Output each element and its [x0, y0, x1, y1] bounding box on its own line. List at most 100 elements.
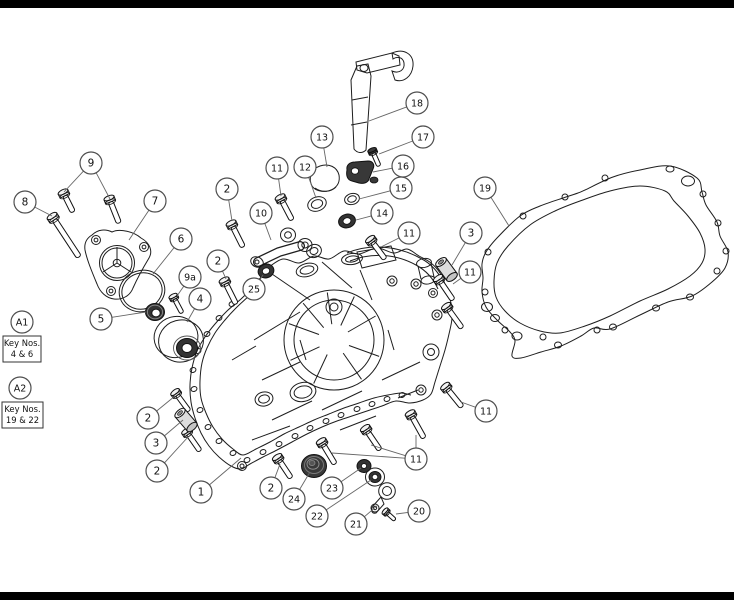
callout-12: 12	[293, 155, 317, 179]
bolt-head-bottom	[170, 296, 180, 303]
callout-label: 20	[413, 507, 425, 518]
callout-circle	[136, 406, 160, 430]
small-parts	[84, 50, 414, 514]
bolt-head-bottom	[276, 197, 288, 205]
callout-label: 9a	[184, 273, 196, 284]
bell-hub-hole	[329, 302, 339, 312]
callout-circle	[249, 201, 273, 225]
callout-circle	[79, 151, 103, 175]
callout-circle	[344, 512, 368, 536]
callout-label: 2	[268, 483, 275, 495]
callout-label: 11	[271, 164, 283, 175]
bolt	[274, 193, 294, 221]
flange-bolt-hole	[259, 449, 267, 455]
callout-22: 22	[305, 504, 329, 528]
callout-circle	[169, 227, 193, 251]
cover-ear-hole	[139, 242, 149, 252]
callout-3: 3	[144, 431, 168, 455]
callout-label: 24	[288, 495, 300, 506]
callout-10: 10	[249, 201, 273, 225]
callout-circle	[282, 487, 306, 511]
gasket-bolt-hole	[609, 323, 617, 331]
housing-opening-inner	[299, 265, 315, 275]
collar-ring-hole	[309, 247, 319, 255]
callout-circle	[206, 249, 230, 273]
callout-label: 11	[480, 407, 492, 418]
leader-line	[186, 308, 195, 323]
callout-label: 2	[215, 256, 222, 268]
callout-2: 2	[145, 459, 169, 483]
gasket-bolt-hole	[714, 219, 722, 227]
leader-line	[490, 197, 510, 227]
callout-circle	[215, 177, 239, 201]
leader-line	[152, 247, 175, 275]
housing-rib	[271, 273, 311, 301]
link-part-21-pad-hole	[372, 505, 378, 511]
flange-bolt-hole	[229, 450, 237, 456]
flange-bolt-hole	[204, 424, 212, 430]
callout-circle	[13, 190, 37, 214]
bearing-back-rim	[153, 315, 199, 359]
gasket-bolt-hole	[593, 326, 601, 334]
bolt	[315, 437, 337, 465]
leader-line	[308, 177, 317, 199]
callout-13: 13	[310, 125, 334, 149]
callout-label: 16	[397, 162, 409, 173]
bolt-dark	[367, 146, 381, 167]
callout-circle	[310, 125, 334, 149]
housing-boss-hole	[434, 312, 440, 318]
flange-bolt-hole	[383, 396, 391, 402]
callout-11: 11	[458, 260, 482, 284]
flange-bolt-hole	[189, 367, 197, 373]
housing-opening	[295, 262, 319, 278]
flange-bolt-hole	[203, 331, 211, 337]
callout-label: 11	[410, 455, 422, 466]
callout-circle	[189, 480, 213, 504]
callout-circle	[474, 399, 498, 423]
callout-5: 5	[89, 307, 113, 331]
housing-opening-inner	[258, 394, 270, 404]
callout-11: 11	[397, 221, 421, 245]
shift-lever-arm	[355, 52, 401, 74]
callout-11: 11	[265, 156, 289, 180]
gasket-part-19	[481, 165, 730, 359]
callout-6: 6	[169, 227, 193, 251]
seal-ring-part-25-bore	[261, 267, 271, 275]
dowel-sleeve-part-3	[435, 257, 458, 282]
leader-line	[299, 471, 311, 490]
link-part-21-pad	[370, 503, 380, 513]
bolt-head-bottom	[59, 192, 71, 200]
housing-boss-hole	[413, 281, 419, 287]
leader-line	[95, 172, 111, 200]
callout-label: 11	[403, 229, 415, 240]
callout-3: 3	[459, 221, 483, 245]
bearing-front-face	[158, 319, 204, 363]
callout-circle	[411, 125, 435, 149]
callout-circle	[265, 156, 289, 180]
cover-ear-hole-inner	[141, 244, 147, 250]
housing-rib	[261, 361, 301, 381]
housing-boss	[422, 343, 440, 361]
housing-outer-edge	[189, 247, 453, 470]
leader-line	[368, 106, 407, 122]
callout-circle	[178, 265, 202, 289]
bolt	[271, 452, 293, 480]
bolt	[168, 292, 184, 314]
bearing-ring-part-22-bore	[371, 473, 379, 480]
housing-opening-inner	[293, 385, 313, 399]
housing-boss-hole	[430, 290, 436, 296]
boss-side	[430, 262, 435, 278]
flange-bolt-hole	[306, 425, 314, 431]
bell-rib	[347, 315, 376, 333]
bolt	[381, 507, 397, 522]
key-ref-text: 4 & 6	[11, 349, 34, 359]
callout-label: 2	[224, 184, 231, 196]
leader-line	[34, 206, 53, 217]
bolt	[432, 273, 455, 302]
bolt	[57, 188, 76, 213]
callout-18: 18	[405, 91, 429, 115]
bell-rib	[348, 345, 380, 357]
